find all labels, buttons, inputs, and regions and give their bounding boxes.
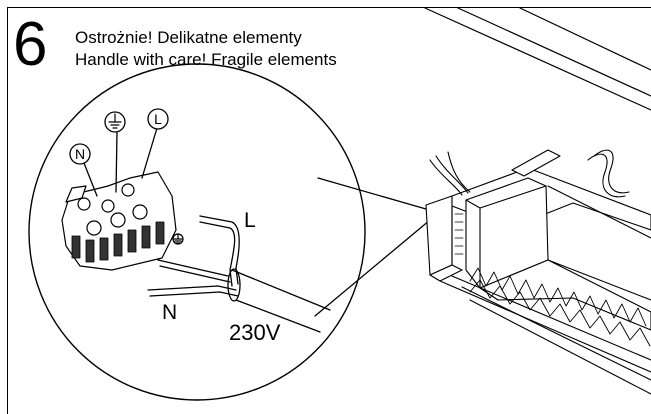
page-frame (7, 7, 651, 414)
neutral-wire-label: N (162, 301, 178, 324)
live-marking-text: L (154, 111, 162, 127)
ceiling-rail (424, 7, 651, 111)
caption-polish: Ostrożnie! Delikatne elementy (75, 28, 302, 47)
terminal-marking-circles (69, 108, 169, 165)
neutral-marking-text: N (75, 146, 85, 162)
heater-unit-icon (425, 149, 651, 395)
leader-lines (314, 177, 431, 317)
caption-english: Handle with care! Fragile elements (75, 50, 337, 69)
earth-symbol-icon (108, 113, 122, 129)
neutral-marking (69, 143, 91, 165)
mains-cable (147, 215, 331, 333)
earth-symbol-icon (172, 233, 184, 245)
terminal-callouts (83, 127, 158, 197)
step-number: 6 (13, 10, 48, 79)
live-wire-label: L (244, 209, 256, 232)
magnifier-circle (28, 63, 366, 401)
voltage-label: 230V (229, 320, 281, 345)
live-marking (147, 108, 169, 130)
terminal-block-icon (61, 171, 177, 271)
